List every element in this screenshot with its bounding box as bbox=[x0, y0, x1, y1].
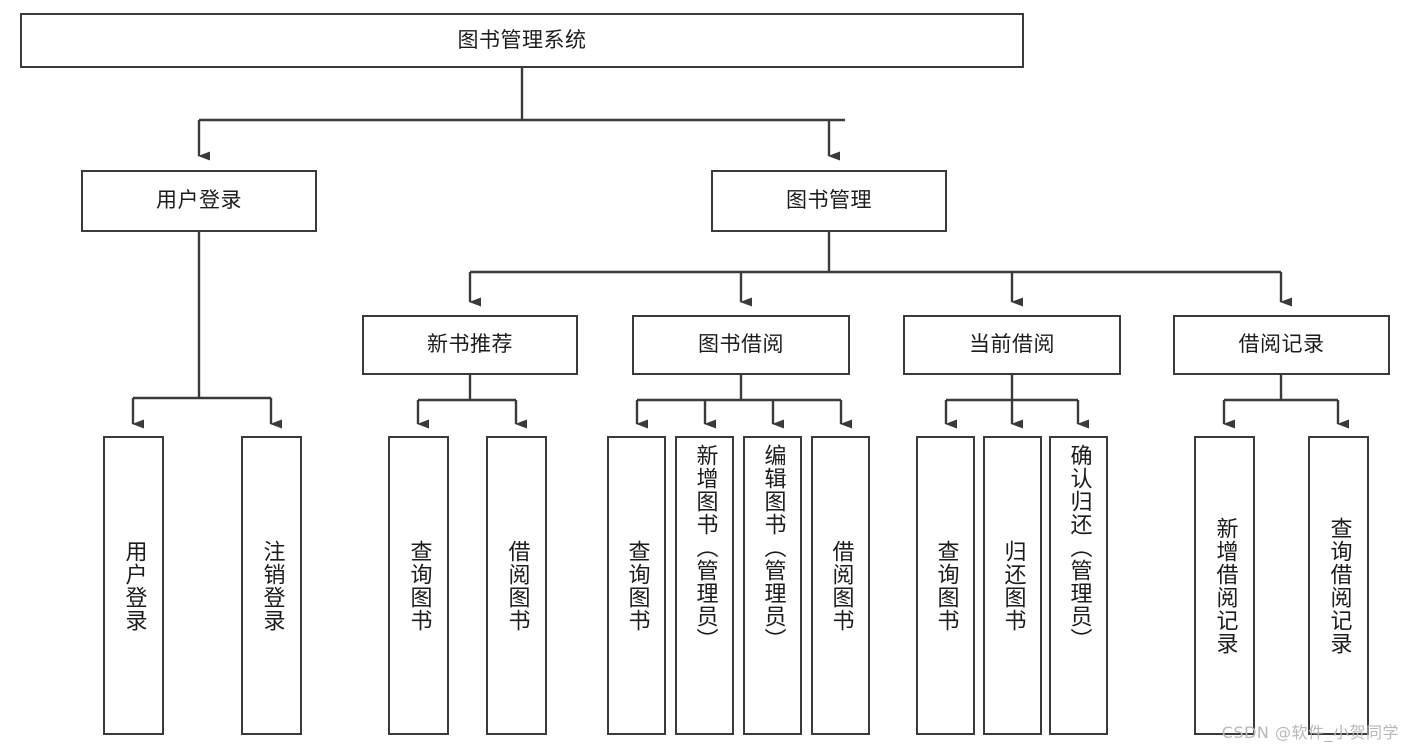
node-label: 借阅图书 bbox=[504, 539, 530, 632]
node-label: 确认归还（管理员） bbox=[1066, 444, 1092, 651]
node-label: 查询图书 bbox=[624, 539, 650, 632]
leaf-add-borrow-record[interactable]: 新增借阅记录 bbox=[1194, 436, 1255, 735]
node-label: 图书借阅 bbox=[698, 332, 784, 357]
leaf-query-borrow-record[interactable]: 查询借阅记录 bbox=[1308, 436, 1369, 735]
node-label: 编辑图书（管理员） bbox=[760, 444, 786, 651]
node-label: 查询图书 bbox=[933, 539, 959, 632]
node-root-book-management-system[interactable]: 图书管理系统 bbox=[20, 13, 1024, 68]
node-label: 查询图书 bbox=[406, 539, 432, 632]
node-new-book-recommend[interactable]: 新书推荐 bbox=[362, 315, 578, 375]
leaf-logout-login[interactable]: 注销登录 bbox=[241, 436, 302, 735]
leaf-edit-book-admin[interactable]: 编辑图书（管理员） bbox=[743, 436, 802, 735]
node-label: 注销登录 bbox=[259, 539, 285, 632]
node-label: 查询借阅记录 bbox=[1326, 516, 1352, 655]
node-label: 借阅图书 bbox=[828, 539, 854, 632]
node-borrow-record[interactable]: 借阅记录 bbox=[1173, 315, 1390, 375]
node-label: 新书推荐 bbox=[427, 332, 513, 357]
leaf-user-login[interactable]: 用户登录 bbox=[103, 436, 164, 735]
node-user-login[interactable]: 用户登录 bbox=[81, 170, 317, 232]
node-label: 用户登录 bbox=[121, 539, 147, 632]
node-label: 当前借阅 bbox=[969, 332, 1055, 357]
node-label: 新增借阅记录 bbox=[1212, 516, 1238, 655]
node-book-management[interactable]: 图书管理 bbox=[711, 170, 947, 232]
node-label: 借阅记录 bbox=[1238, 332, 1325, 357]
csdn-watermark: CSDN @软件_小贺同学 bbox=[1221, 723, 1399, 742]
leaf-query-book-current[interactable]: 查询图书 bbox=[916, 436, 975, 735]
node-label: 图书管理 bbox=[786, 188, 872, 213]
leaf-confirm-return-admin[interactable]: 确认归还（管理员） bbox=[1049, 436, 1108, 735]
leaf-query-book-recommend[interactable]: 查询图书 bbox=[388, 436, 449, 735]
leaf-query-book-borrow[interactable]: 查询图书 bbox=[607, 436, 666, 735]
node-label: 归还图书 bbox=[1000, 539, 1026, 632]
node-label: 图书管理系统 bbox=[457, 27, 587, 52]
node-label: 用户登录 bbox=[156, 188, 242, 213]
node-book-borrow[interactable]: 图书借阅 bbox=[632, 315, 850, 375]
leaf-return-book[interactable]: 归还图书 bbox=[983, 436, 1042, 735]
leaf-borrow-book-recommend[interactable]: 借阅图书 bbox=[486, 436, 547, 735]
leaf-add-book-admin[interactable]: 新增图书（管理员） bbox=[675, 436, 734, 735]
leaf-borrow-book-borrow[interactable]: 借阅图书 bbox=[811, 436, 870, 735]
node-label: 新增图书（管理员） bbox=[692, 444, 718, 651]
node-current-borrow[interactable]: 当前借阅 bbox=[903, 315, 1121, 375]
